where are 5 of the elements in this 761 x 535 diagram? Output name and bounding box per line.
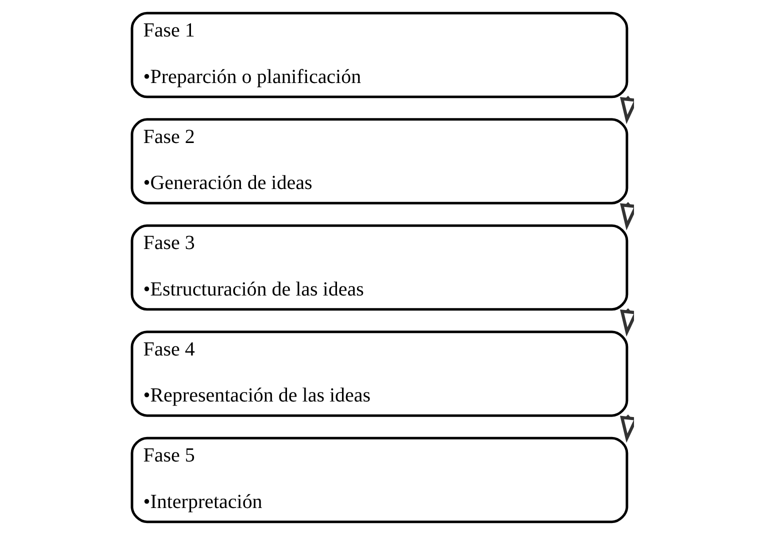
- node-box: Fase 2 •Generación de ideas: [130, 118, 628, 204]
- node-box: Fase 5 •Interpretación: [130, 436, 628, 524]
- node-box: Fase 1 •Preparción o planificación: [130, 12, 628, 98]
- node-box: Fase 4 •Representación de las ideas: [130, 330, 628, 417]
- node-box: Fase 3 •Estructuración de las ideas: [130, 224, 628, 311]
